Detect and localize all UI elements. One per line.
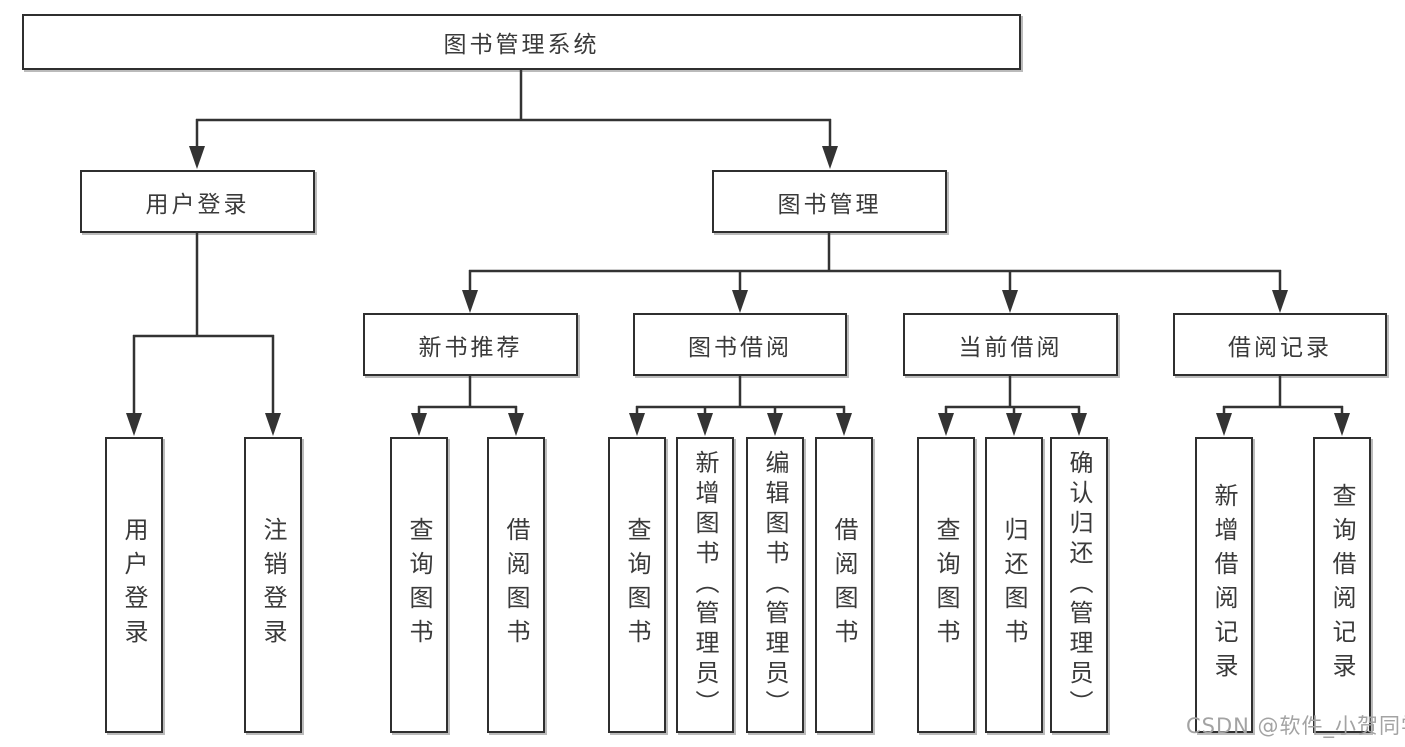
- arrowhead-down-icon: [189, 146, 205, 169]
- node-leaf-query-books-1: 查询图书: [390, 437, 448, 733]
- arrowhead-down-icon: [822, 146, 838, 169]
- arrowhead-down-icon: [508, 413, 524, 436]
- arrowhead-down-icon: [697, 413, 713, 436]
- node-book-borrowing: 图书借阅: [633, 313, 847, 376]
- node-leaf-add-borrow-record: 新增借阅记录: [1195, 437, 1253, 733]
- node-borrowing-records: 借阅记录: [1173, 313, 1387, 376]
- node-current-borrowing: 当前借阅: [903, 313, 1118, 376]
- node-new-book-recommend: 新书推荐: [363, 313, 578, 376]
- arrowhead-down-icon: [629, 413, 645, 436]
- node-leaf-add-books-admin: 新增图书（管理员）: [676, 437, 734, 733]
- node-leaf-return-books: 归还图书: [985, 437, 1043, 733]
- node-book-management: 图书管理: [712, 170, 947, 233]
- arrowhead-down-icon: [411, 413, 427, 436]
- node-leaf-user-login: 用户登录: [105, 437, 163, 733]
- arrowhead-down-icon: [836, 413, 852, 436]
- arrowhead-down-icon: [732, 290, 748, 313]
- arrowhead-down-icon: [767, 413, 783, 436]
- arrowhead-down-icon: [1334, 413, 1350, 436]
- arrowhead-down-icon: [265, 413, 281, 436]
- node-user-login: 用户登录: [80, 170, 315, 233]
- arrowhead-down-icon: [126, 413, 142, 436]
- csdn-watermark: CSDN @软件_小贺同学: [1186, 714, 1405, 738]
- arrowhead-down-icon: [1216, 413, 1232, 436]
- arrowhead-down-icon: [1272, 290, 1288, 313]
- node-leaf-edit-books-admin: 编辑图书（管理员）: [746, 437, 804, 733]
- node-leaf-borrow-books-2: 借阅图书: [815, 437, 873, 733]
- arrowhead-down-icon: [1006, 413, 1022, 436]
- node-leaf-query-books-2: 查询图书: [608, 437, 666, 733]
- node-leaf-confirm-return-admin: 确认归还（管理员）: [1050, 437, 1108, 733]
- arrowhead-down-icon: [1002, 290, 1018, 313]
- arrowhead-down-icon: [938, 413, 954, 436]
- node-root-system: 图书管理系统: [22, 14, 1021, 70]
- node-leaf-borrow-books-1: 借阅图书: [487, 437, 545, 733]
- node-leaf-query-books-3: 查询图书: [917, 437, 975, 733]
- arrowheads: [126, 146, 1350, 436]
- node-leaf-query-borrow-record: 查询借阅记录: [1313, 437, 1371, 733]
- arrowhead-down-icon: [462, 290, 478, 313]
- node-leaf-logout: 注销登录: [244, 437, 302, 733]
- arrowhead-down-icon: [1071, 413, 1087, 436]
